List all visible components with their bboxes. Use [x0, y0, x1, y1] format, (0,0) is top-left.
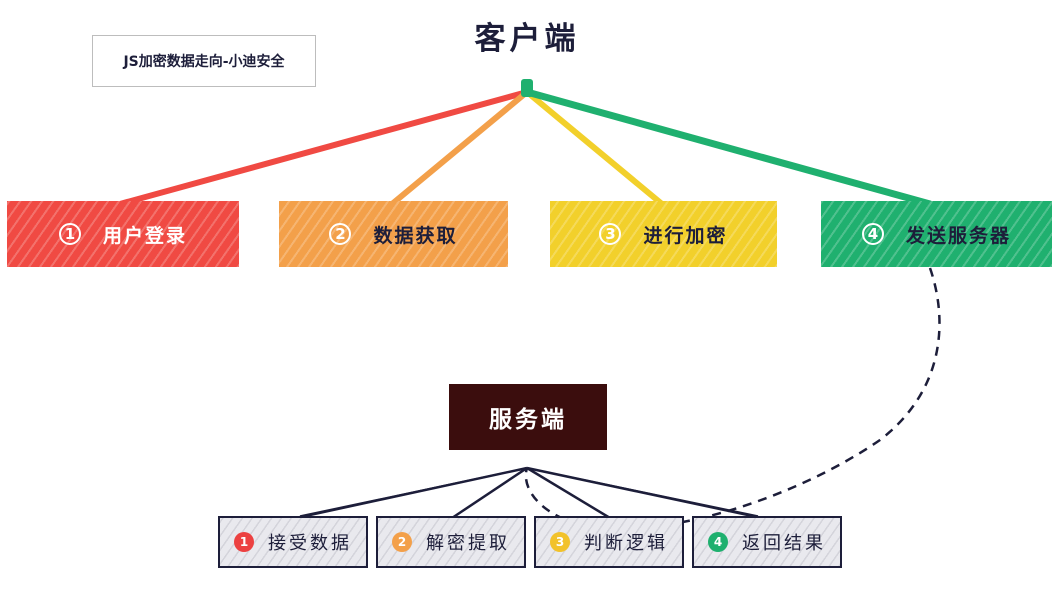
server-title-text: 服务端 [489, 407, 567, 433]
client-step-login: 1 用户登录 [7, 201, 239, 267]
note-box: JS加密数据走向-小迪安全 [92, 35, 316, 87]
step-number-4: 4 [861, 223, 884, 245]
connector-client-step-4 [523, 88, 934, 208]
step-number-1: 1 [58, 223, 81, 245]
client-step-label: 发送服务器 [905, 224, 1011, 247]
server-step-label: 判断逻辑 [584, 533, 668, 554]
server-step-return-result: 4 返回结果 [692, 516, 842, 568]
client-step-send-server: 4 发送服务器 [821, 201, 1052, 267]
connector-server-step-3 [526, 466, 611, 520]
server-step-receive-data: 1 接受数据 [218, 516, 368, 568]
client-step-fetch-data: 2 数据获取 [279, 201, 508, 267]
connector-client-step-3 [524, 89, 665, 207]
connector-server-step-1b [299, 467, 528, 517]
client-hub [521, 79, 533, 97]
connector-client-step-2 [389, 89, 530, 207]
step-number-3: 3 [550, 532, 570, 552]
client-step-label: 用户登录 [102, 224, 187, 247]
server-step-label: 解密提取 [426, 533, 510, 554]
step-number-2: 2 [392, 532, 412, 552]
step-number-2: 2 [329, 223, 352, 245]
note-text: JS加密数据走向-小迪安全 [123, 54, 285, 70]
dashed-connector [524, 267, 941, 530]
server-step-logic: 3 判断逻辑 [534, 516, 684, 568]
connector-client-step-1 [117, 89, 530, 207]
client-step-label: 进行加密 [643, 224, 728, 247]
server-step-label: 接受数据 [268, 533, 352, 554]
server-title-box: 服务端 [449, 384, 607, 450]
server-step-decrypt: 2 解密提取 [376, 516, 526, 568]
step-number-4: 4 [708, 532, 728, 552]
connector-server-step-4b [526, 467, 759, 517]
client-title-text: 客户端 [474, 20, 580, 57]
client-step-label: 数据获取 [373, 224, 458, 247]
connector-server-step-2 [451, 466, 528, 520]
step-number-1: 1 [234, 532, 254, 552]
client-step-encrypt: 3 进行加密 [550, 201, 777, 267]
server-step-label: 返回结果 [742, 533, 826, 554]
step-number-3: 3 [599, 223, 622, 245]
client-title: 客户端 [457, 10, 597, 60]
